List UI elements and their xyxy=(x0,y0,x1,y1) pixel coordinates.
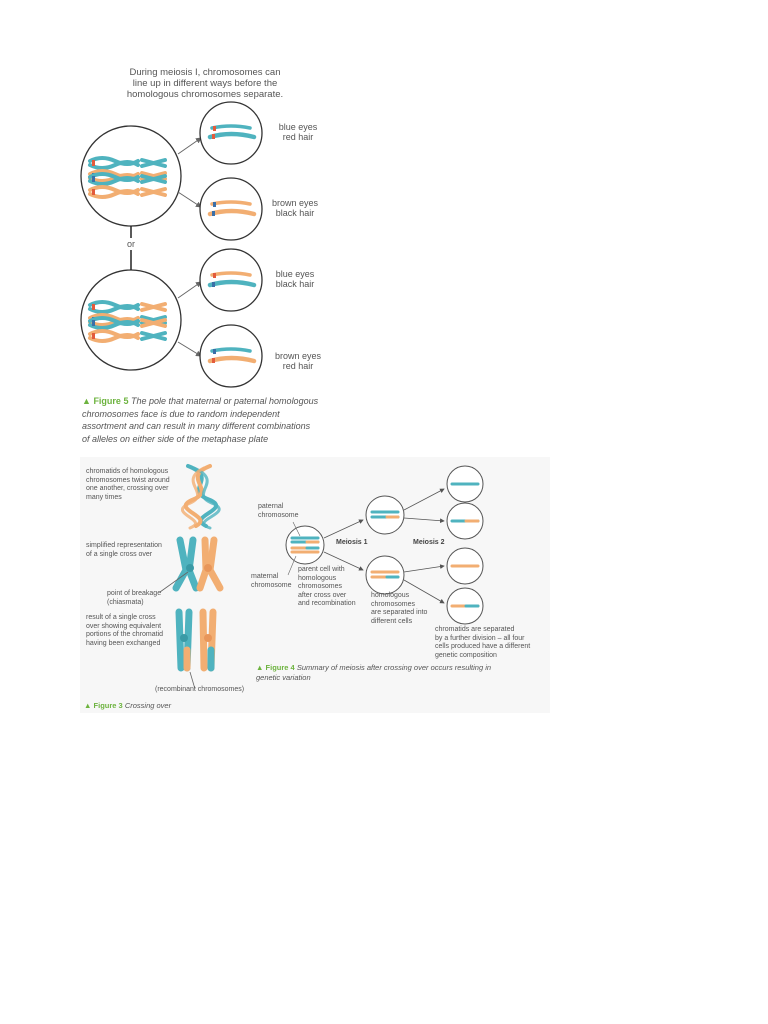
fig4-meiosis1-cell-bottom xyxy=(365,555,405,595)
daughter-cell-1 xyxy=(199,101,263,165)
figure-5-caption: ▲ Figure 5 The pole that maternal or pat… xyxy=(82,395,342,445)
label-chromatids-separated: chromatids are separated by a further di… xyxy=(435,626,531,659)
triangle-icon: ▲ xyxy=(82,396,91,406)
arrow xyxy=(177,281,202,299)
figure-4-title: Figure 4 xyxy=(265,663,295,672)
or-label: or xyxy=(126,239,135,249)
label-maternal: maternal chromosome xyxy=(251,573,292,589)
fig4-meiosis2-cell-1 xyxy=(446,465,484,503)
outcome-label-3: blue eyes black hair xyxy=(275,269,315,289)
fig4-meiosis2-cell-3 xyxy=(446,547,484,585)
twisted-chromatids xyxy=(180,464,221,530)
figure-3-body: Crossing over xyxy=(124,701,172,710)
label-parent-cell: parent cell with homologous chromosomes … xyxy=(298,566,356,607)
figure-5-body: The pole that maternal or paternal homol… xyxy=(82,396,319,444)
recombinant-chromosomes xyxy=(175,608,217,672)
arrow xyxy=(177,191,202,208)
fig4-meiosis2-cell-4 xyxy=(446,587,484,625)
outcome-label-1: blue eyes red hair xyxy=(278,122,318,142)
label-result: result of a single cross over showing eq… xyxy=(86,614,164,647)
fig4-parent-cell xyxy=(285,525,325,565)
triangle-icon: ▲ xyxy=(256,663,264,672)
figure-3-title: Figure 3 xyxy=(93,701,123,710)
label-homologous-separated: homologous chromosomes are separated int… xyxy=(371,592,428,625)
figure-4-body: Summary of meiosis after crossing over o… xyxy=(256,663,492,682)
label-meiosis1: Meiosis 1 xyxy=(336,539,368,546)
outcome-label-4: brown eyes red hair xyxy=(274,351,322,371)
label-recombinant: (recombinant chromosomes) xyxy=(155,686,245,693)
label-paternal: paternal chromosome xyxy=(258,503,299,519)
label-twist: chromatids of homologous chromosomes twi… xyxy=(86,468,170,501)
outcome-label-2: brown eyes black hair xyxy=(271,198,319,218)
label-breakage: point of breakage (chiasmata) xyxy=(107,590,162,606)
arrow xyxy=(177,341,202,357)
intro-text: During meiosis I, chromosomes can line u… xyxy=(126,67,284,100)
fig4-meiosis1-cell-top xyxy=(365,495,405,535)
triangle-icon: ▲ xyxy=(84,701,92,710)
parent-cell-bottom xyxy=(80,269,182,371)
daughter-cell-3 xyxy=(199,248,263,312)
label-meiosis2: Meiosis 2 xyxy=(413,539,445,546)
figure-4-caption: ▲ Figure 4 Summary of meiosis after cros… xyxy=(256,663,516,683)
figure-5-title: Figure 5 xyxy=(93,396,129,406)
single-crossover xyxy=(172,536,224,592)
fig4-meiosis2-cell-2 xyxy=(446,502,484,540)
daughter-cell-2 xyxy=(199,177,263,241)
label-simplified: simplified representation of a single cr… xyxy=(86,542,162,558)
daughter-cell-4 xyxy=(199,324,263,388)
arrow xyxy=(177,137,202,155)
figure-3-caption: ▲ Figure 3 Crossing over xyxy=(84,701,234,710)
parent-cell-top xyxy=(80,125,182,227)
